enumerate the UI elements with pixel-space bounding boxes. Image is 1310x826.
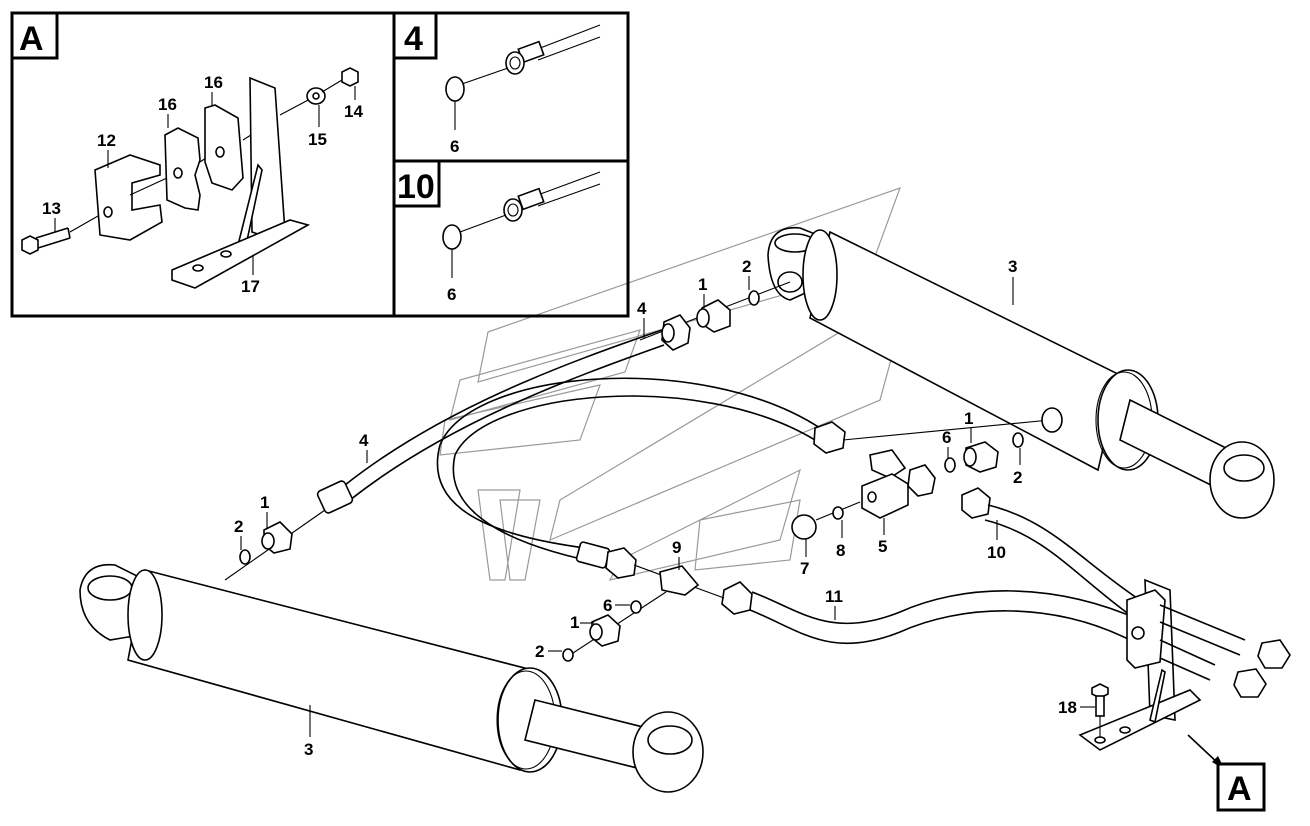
callout-17: 17 — [241, 277, 260, 296]
callout-1: 1 — [260, 493, 269, 512]
callout-8: 8 — [836, 541, 845, 560]
callout-6: 6 — [447, 285, 456, 304]
callout-1: 1 — [698, 275, 707, 294]
callout-10: 10 — [987, 543, 1006, 562]
clamp-half-16a — [164, 127, 201, 211]
callout-13: 13 — [42, 199, 61, 218]
plug-7 — [791, 514, 817, 540]
adapter-1 — [589, 614, 621, 647]
adapter-1 — [963, 441, 999, 473]
hydraulic-cylinder-lower — [79, 563, 704, 793]
callout-11: 11 — [825, 587, 843, 606]
inset-4: 4 6 — [392, 11, 630, 163]
hose-end-fitting — [503, 171, 601, 222]
o-ring-6 — [944, 457, 956, 473]
callout-4: 4 — [637, 299, 647, 318]
bolt-18 — [1091, 683, 1109, 738]
inset-4-label: 4 — [404, 20, 423, 58]
callout-6: 6 — [603, 596, 612, 615]
callout-14: 14 — [344, 102, 363, 121]
tee-fitting-9 — [659, 565, 700, 596]
hose-end-fitting — [505, 24, 601, 75]
adapter-1 — [261, 521, 293, 554]
inset-a-label: A — [19, 20, 44, 58]
hydraulic-cylinder-upper — [767, 226, 1275, 519]
callout-16: 16 — [204, 73, 223, 92]
block-5 — [861, 473, 909, 519]
callout-2: 2 — [234, 517, 243, 536]
seal-ring-2 — [239, 549, 251, 565]
clamp-body-12 — [94, 154, 163, 241]
callout-4: 4 — [359, 431, 369, 450]
seal-ring-2 — [748, 290, 760, 306]
callout-7: 7 — [800, 559, 809, 578]
bracket-17 — [171, 76, 311, 289]
callout-9: 9 — [672, 538, 681, 557]
detail-reference-a: A — [1187, 734, 1266, 812]
callout-6: 6 — [942, 428, 951, 447]
hose-10 — [961, 487, 1141, 616]
inset-10-label: 10 — [397, 168, 435, 206]
hose-clamp-bracket-assembly — [1078, 578, 1291, 751]
union-nut — [907, 464, 936, 497]
hose-11 — [721, 581, 1141, 645]
inset-10: 10 6 — [392, 159, 630, 318]
seal-ring-8 — [832, 506, 844, 520]
adapter-1 — [696, 299, 731, 333]
watermark-logo — [439, 187, 911, 581]
tee-adapter — [869, 449, 907, 479]
hose-4 — [344, 329, 821, 566]
o-ring-6 — [630, 600, 642, 614]
callout-1: 1 — [964, 409, 973, 428]
callout-2: 2 — [535, 642, 544, 661]
callout-6: 6 — [450, 137, 459, 156]
hose-end-4-bottom — [575, 541, 637, 579]
inset-a: A — [10, 11, 396, 318]
callout-3: 3 — [304, 740, 313, 759]
seal-ring-2 — [1012, 432, 1024, 448]
callout-5: 5 — [878, 537, 887, 556]
o-ring-6 — [445, 76, 465, 102]
callout-18: 18 — [1058, 698, 1077, 717]
callout-1: 1 — [570, 613, 579, 632]
callout-3: 3 — [1008, 257, 1017, 276]
callout-16: 16 — [158, 95, 177, 114]
nut-14 — [341, 67, 359, 87]
seal-ring-2 — [562, 648, 574, 662]
clamp-half-16b — [204, 104, 244, 191]
hose-end-4-left — [316, 480, 354, 514]
callout-2: 2 — [1013, 468, 1022, 487]
bolt-13 — [21, 227, 71, 255]
callout-2: 2 — [742, 257, 751, 276]
detail-ref-label: A — [1227, 770, 1252, 808]
sleeve — [1041, 407, 1063, 433]
callout-15: 15 — [308, 130, 327, 149]
hose-end-4-top — [661, 314, 691, 351]
callout-12: 12 — [97, 131, 116, 150]
o-ring-6 — [442, 224, 462, 250]
hose-end-4-right — [813, 421, 846, 454]
